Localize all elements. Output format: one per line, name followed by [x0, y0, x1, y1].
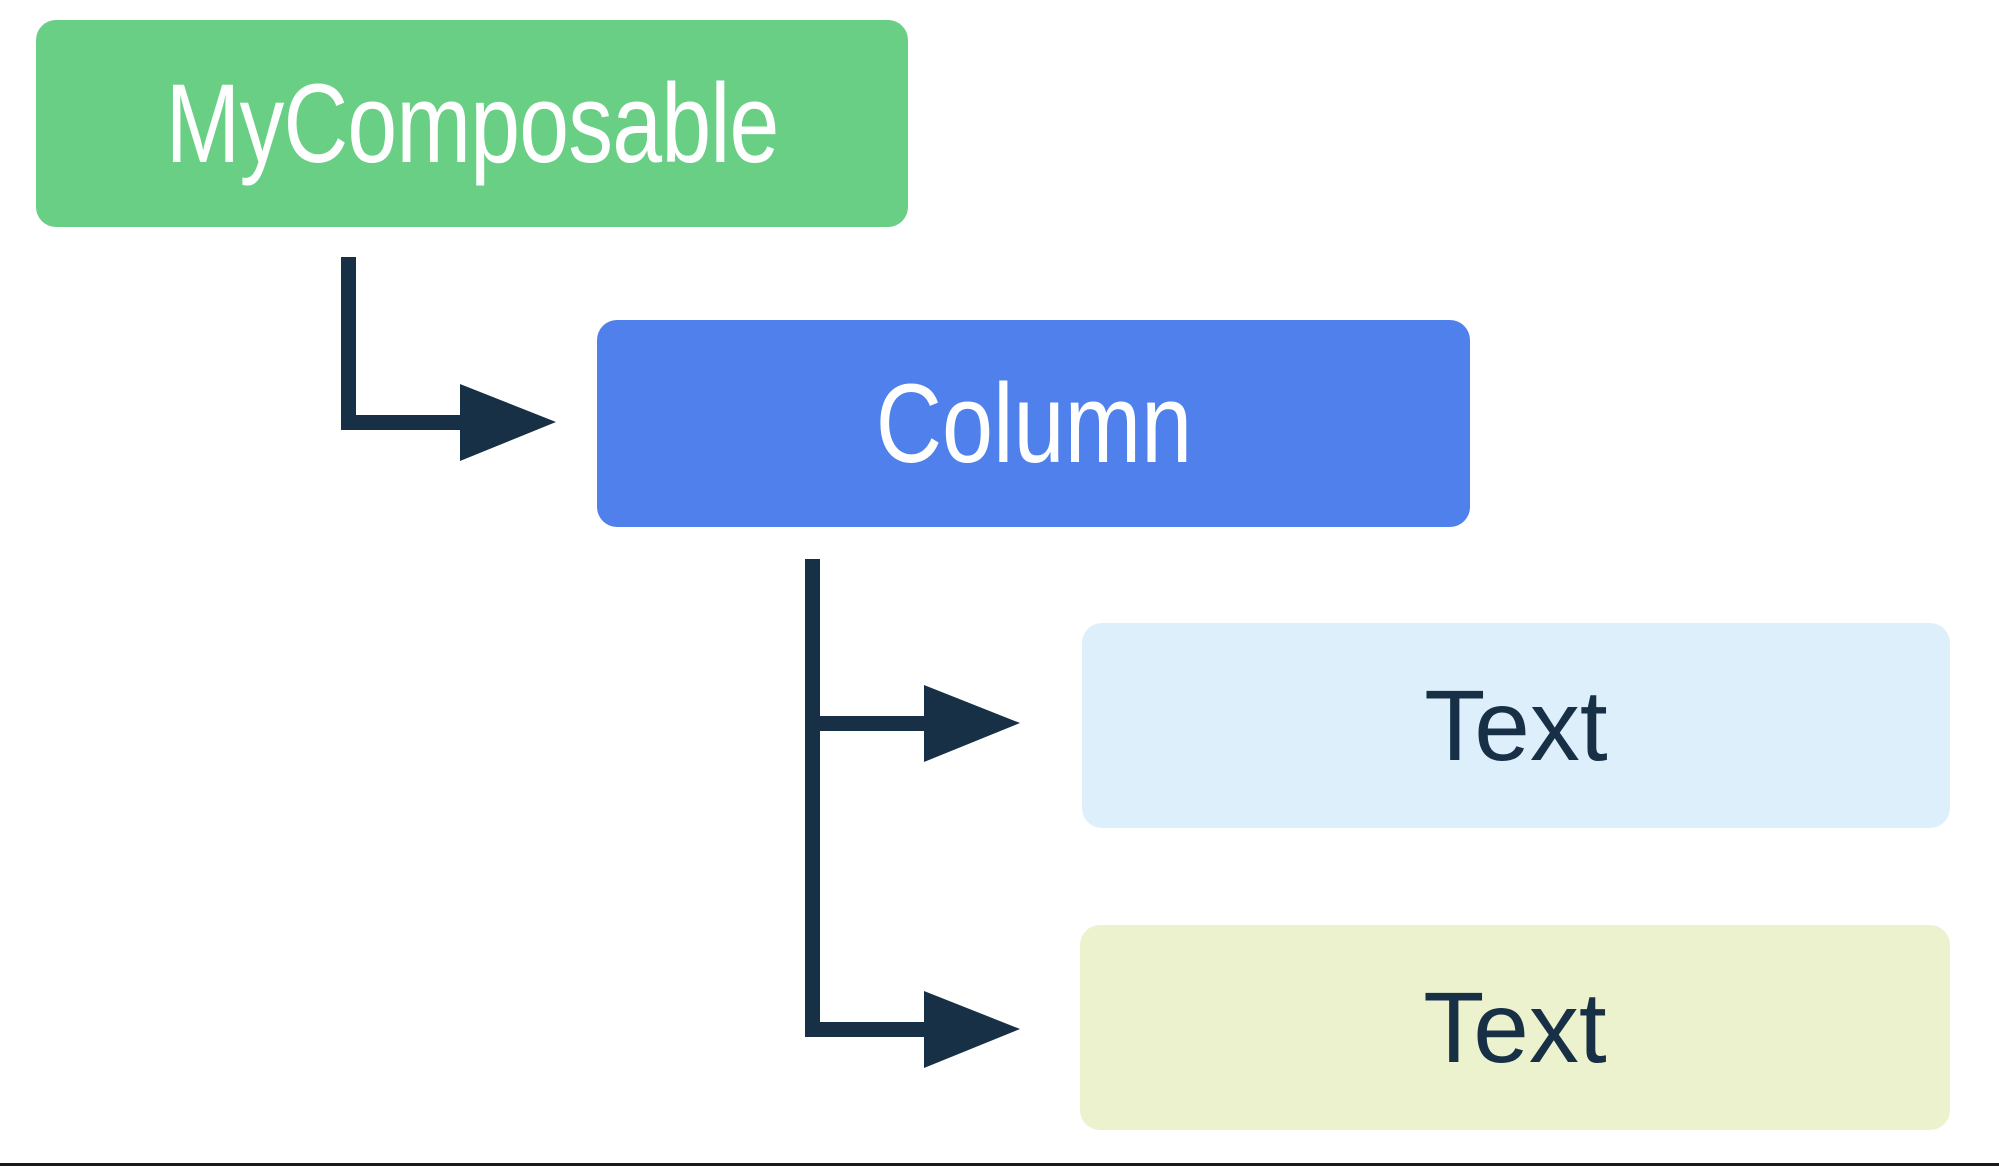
edge-column-to-text-1: [805, 685, 1020, 762]
node-text-secondary[interactable]: Text: [1080, 925, 1950, 1130]
edge-root-to-column-horizontal: [341, 415, 501, 430]
node-text-primary[interactable]: Text: [1082, 623, 1950, 828]
edge-root-to-column-vertical: [341, 257, 356, 430]
edge-root-to-column: [341, 257, 556, 461]
edge-column-trunk-vertical: [805, 559, 820, 1037]
node-my-composable-label: MyComposable: [165, 60, 780, 186]
node-column-label: Column: [875, 360, 1192, 486]
edge-column-to-text-1-arrowhead: [924, 685, 1020, 762]
edge-column-to-text-1-horizontal: [805, 716, 965, 731]
node-my-composable[interactable]: MyComposable: [36, 20, 908, 227]
node-column[interactable]: Column: [597, 320, 1470, 527]
edge-root-to-column-arrowhead: [460, 384, 556, 461]
edge-column-trunk: [805, 559, 820, 1037]
node-text-primary-label: Text: [1424, 669, 1608, 782]
edge-column-to-text-2-arrowhead: [924, 991, 1020, 1068]
bottom-divider: [0, 1163, 1999, 1166]
edge-column-to-text-2: [805, 991, 1020, 1068]
edge-column-to-text-2-horizontal: [805, 1022, 965, 1037]
node-text-secondary-label: Text: [1423, 971, 1607, 1084]
